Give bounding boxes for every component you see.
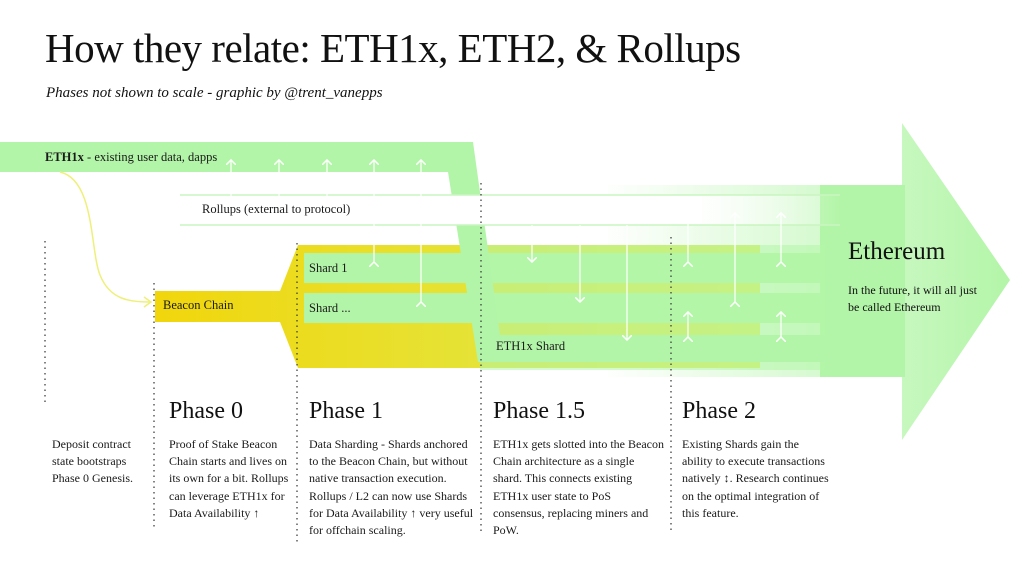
phase-dividers: [44, 183, 672, 545]
genesis-curve-arrow: [59, 171, 151, 303]
rollups-label: Rollups (external to protocol): [202, 202, 351, 216]
phase-0-title: Phase 0: [169, 398, 243, 424]
ethereum-subtitle: In the future, it will all just be calle…: [848, 283, 977, 314]
data-availability-arrows: [231, 160, 781, 340]
page-subtitle: Phases not shown to scale - graphic by @…: [46, 85, 383, 101]
phase-1-title: Phase 1: [309, 398, 383, 424]
eth1x-shard-label: ETH1x Shard: [496, 339, 566, 353]
eth1x-label: ETH1x - existing user data, dapps: [45, 150, 217, 165]
phase-0-description: Proof of Stake Beacon Chain starts and l…: [169, 437, 289, 520]
shard-n-label: Shard ...: [309, 301, 351, 315]
page-title: How they relate: ETH1x, ETH2, & Rollups: [45, 25, 741, 71]
eth1x-band: [0, 142, 830, 362]
shard-1-label: Shard 1: [309, 261, 348, 275]
ethereum-title: Ethereum: [848, 238, 946, 265]
eth1x-label-bold: ETH1x: [45, 150, 84, 164]
genesis-description: Deposit contract state bootstraps Phase …: [52, 437, 133, 486]
beacon-chain-label: Beacon Chain: [163, 298, 234, 312]
phase-2-description: Existing Shards gain the ability to exec…: [682, 437, 829, 520]
phase-1-description: Data Sharding - Shards anchored to the B…: [309, 437, 474, 538]
phase-1-5-description: ETH1x gets slotted into the Beacon Chain…: [493, 437, 664, 538]
phase-1-5-title: Phase 1.5: [493, 398, 585, 424]
eth1x-label-rest: - existing user data, dapps: [83, 150, 218, 164]
phase-2-title: Phase 2: [682, 398, 756, 424]
rollups-band: [100, 195, 840, 225]
